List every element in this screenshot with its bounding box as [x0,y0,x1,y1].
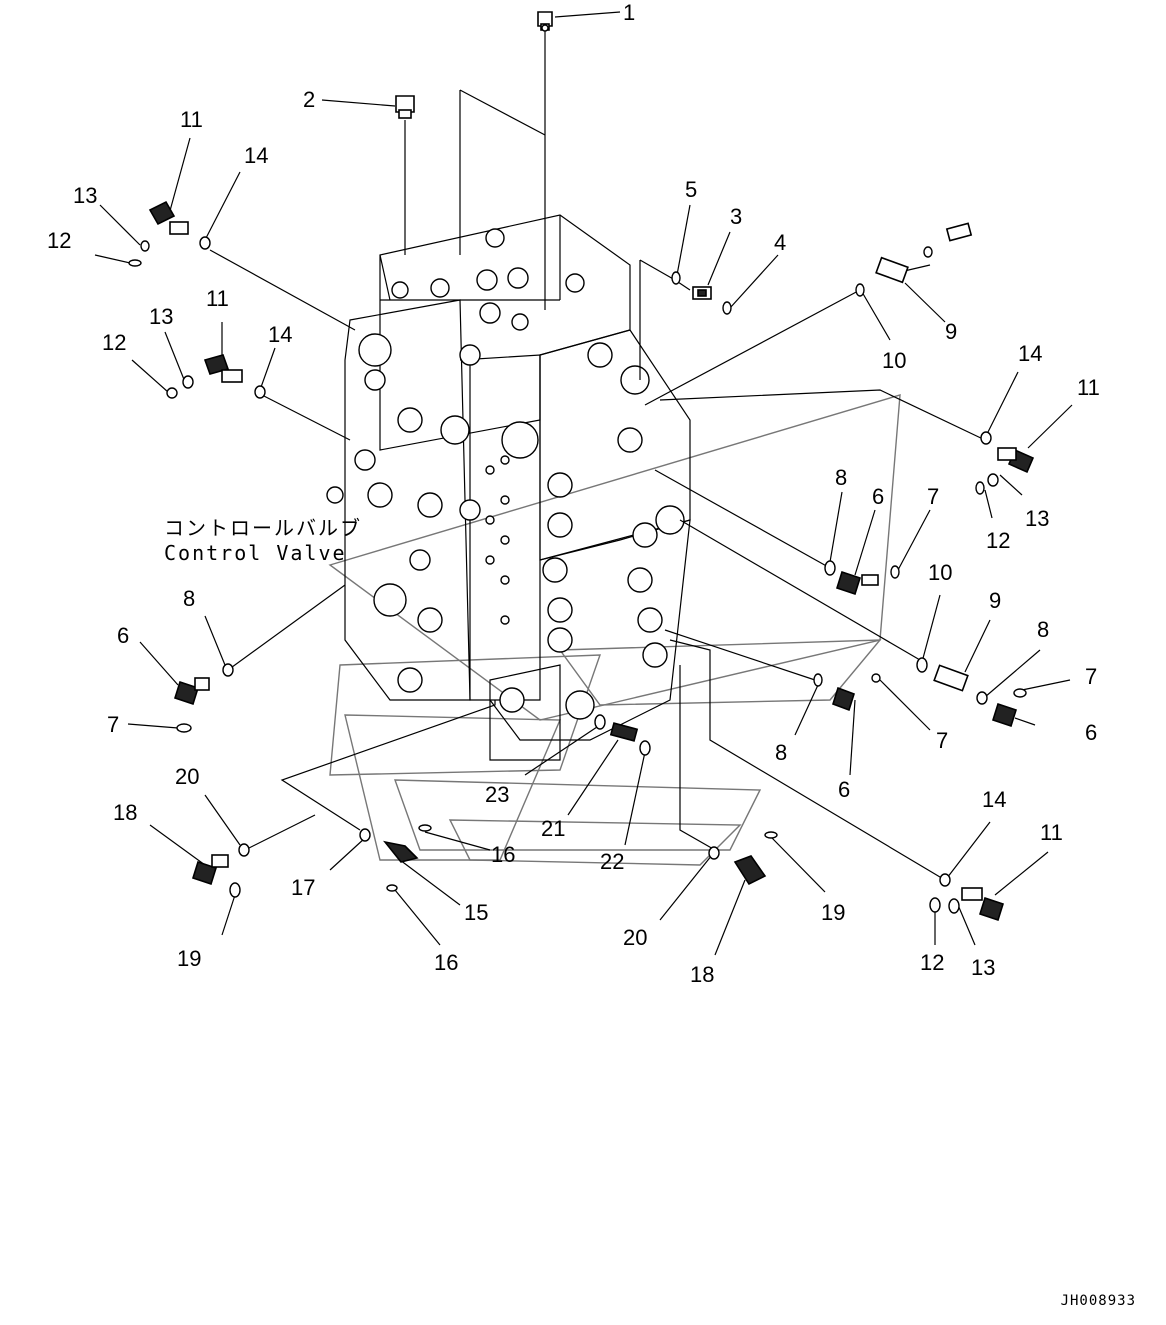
callout-8: 8 [835,465,847,490]
callout-12: 12 [920,950,944,975]
callout-9: 9 [945,319,957,344]
callout-7: 7 [107,712,119,737]
part-elbow-18-left [192,854,229,886]
callout-4: 4 [774,230,786,255]
callout-17: 17 [291,875,315,900]
callout-6: 6 [1085,720,1097,745]
callout-labels: 1 2 3 4 5 6 6 6 6 7 7 7 7 8 8 8 8 9 9 10… [47,0,1100,987]
callout-22: 22 [600,849,624,874]
callout-23: 23 [485,782,509,807]
control-valve-body [326,214,691,761]
valve-ports [326,228,685,720]
callout-21: 21 [541,816,565,841]
part-elbow-11-lower-right [961,887,1004,922]
watermark-logo [328,394,901,866]
callout-6: 6 [117,623,129,648]
part-elbow-11-upper-left [148,200,189,235]
callout-18: 18 [690,962,714,987]
part-elbow-6-a [836,570,879,596]
callout-6: 6 [872,484,884,509]
part-adapter-3 [692,286,712,300]
callout-8: 8 [775,740,787,765]
part-check-valve-9-lower [933,664,969,692]
callout-14: 14 [982,787,1006,812]
part-elbow-11-mid-left [203,354,243,383]
callout-12: 12 [102,330,126,355]
callout-11: 11 [206,286,229,311]
callout-12: 12 [47,228,71,253]
part-plug-2 [395,95,415,119]
callout-10: 10 [928,560,952,585]
callout-5: 5 [685,177,697,202]
callout-13: 13 [73,183,97,208]
part-check-valve-9-upper [875,222,973,284]
part-elbow-6-b [174,677,210,706]
part-adapter-21 [609,722,639,742]
callout-19: 19 [177,946,201,971]
callout-12: 12 [986,528,1010,553]
callout-13: 13 [971,955,995,980]
o-rings [128,24,1027,914]
callout-2: 2 [303,87,315,112]
component-label-japanese: コントロールバルブ [164,516,362,540]
callout-14: 14 [1018,341,1042,366]
callout-8: 8 [183,586,195,611]
leader-lines [94,11,1073,956]
callout-8: 8 [1037,617,1049,642]
part-elbow-6-d [992,702,1017,728]
part-elbow-11-right [997,447,1035,474]
callout-16: 16 [434,950,458,975]
callout-20: 20 [175,764,199,789]
callout-7: 7 [1085,664,1097,689]
part-tee-15 [383,840,419,863]
callout-19: 19 [821,900,845,925]
callout-11: 11 [1077,375,1100,400]
component-label-english: Control Valve [164,541,347,565]
callout-14: 14 [268,322,292,347]
callout-18: 18 [113,800,137,825]
callout-11: 11 [180,107,203,132]
part-elbow-6-c [832,686,855,712]
callout-7: 7 [927,484,939,509]
callout-16: 16 [491,842,515,867]
callout-14: 14 [244,143,268,168]
drawing-code: JH008933 [1060,1293,1136,1309]
callout-15: 15 [464,900,488,925]
callout-7: 7 [936,728,948,753]
callout-13: 13 [1025,506,1049,531]
callout-13: 13 [149,304,173,329]
callout-3: 3 [730,204,742,229]
callout-10: 10 [882,348,906,373]
part-elbow-18-right [733,855,767,886]
callout-20: 20 [623,925,647,950]
callout-9: 9 [989,588,1001,613]
callout-6: 6 [838,777,850,802]
callout-1: 1 [623,0,635,25]
callout-11: 11 [1040,820,1063,845]
